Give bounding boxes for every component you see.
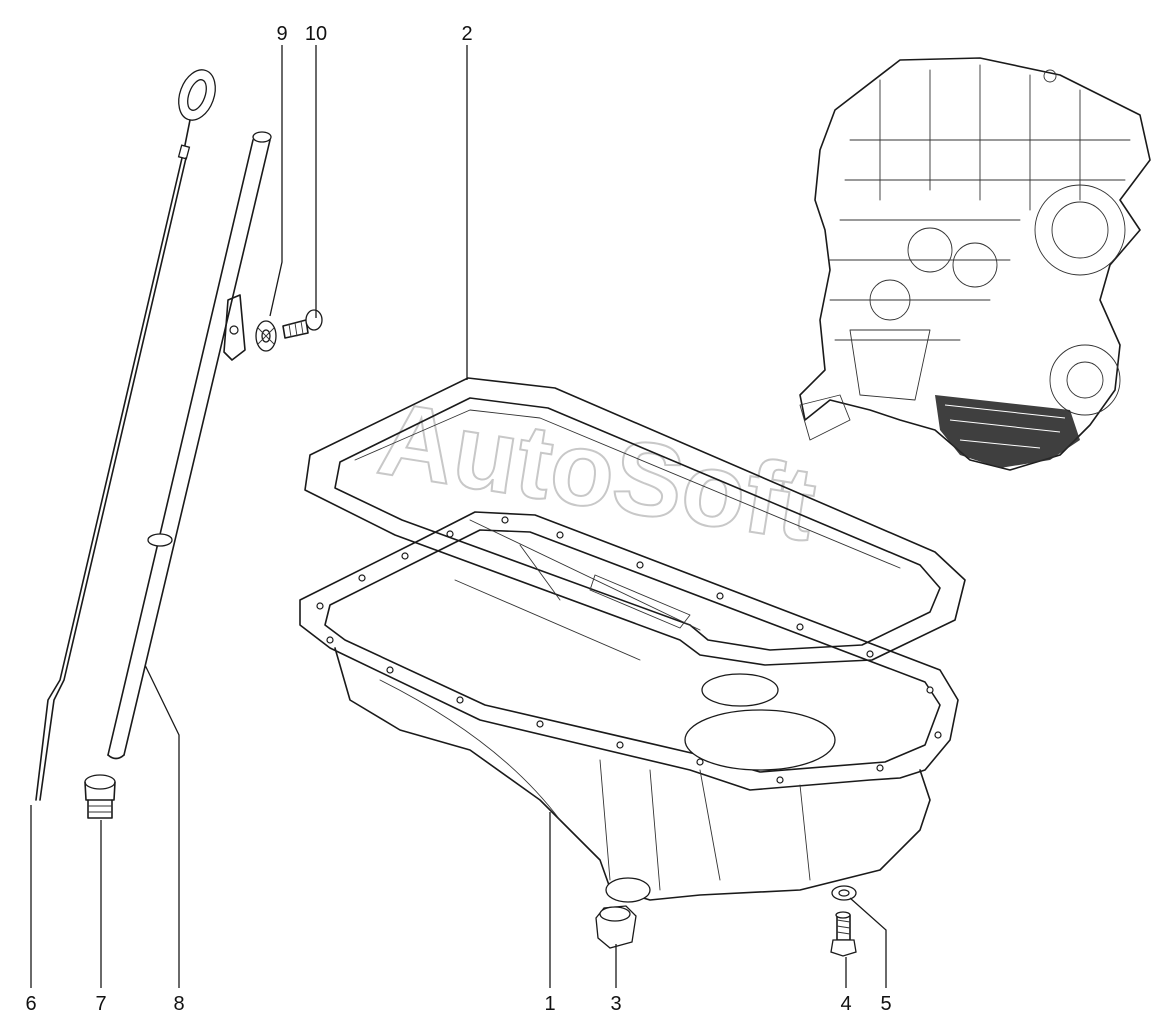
callout-5: 5 <box>880 993 891 1015</box>
oil-pan-gasket <box>304 377 966 666</box>
callout-6: 6 <box>25 993 36 1015</box>
dipstick-guide-tube <box>107 131 272 760</box>
oil-dipstick <box>35 69 216 801</box>
callout-1: 1 <box>544 993 555 1015</box>
washer-9 <box>255 320 277 352</box>
dipstick-plug <box>84 774 116 819</box>
watermark-text: AutoSoft <box>371 380 823 563</box>
engine-location-thumbnail <box>799 57 1151 471</box>
callout-4: 4 <box>840 993 851 1015</box>
washer-5 <box>831 885 857 901</box>
callout-2: 2 <box>461 23 472 45</box>
bolt-10 <box>282 309 323 339</box>
leader-lines <box>30 45 887 988</box>
drain-plug <box>595 905 637 949</box>
oil-pan <box>299 511 959 903</box>
bolt-4 <box>830 911 857 957</box>
callout-9: 9 <box>276 23 287 45</box>
callout-3: 3 <box>610 993 621 1015</box>
callout-8: 8 <box>173 993 184 1015</box>
callout-10: 10 <box>305 23 327 45</box>
callout-labels: 9 10 2 6 7 8 1 3 4 5 <box>25 23 891 1015</box>
callout-7: 7 <box>95 993 106 1015</box>
